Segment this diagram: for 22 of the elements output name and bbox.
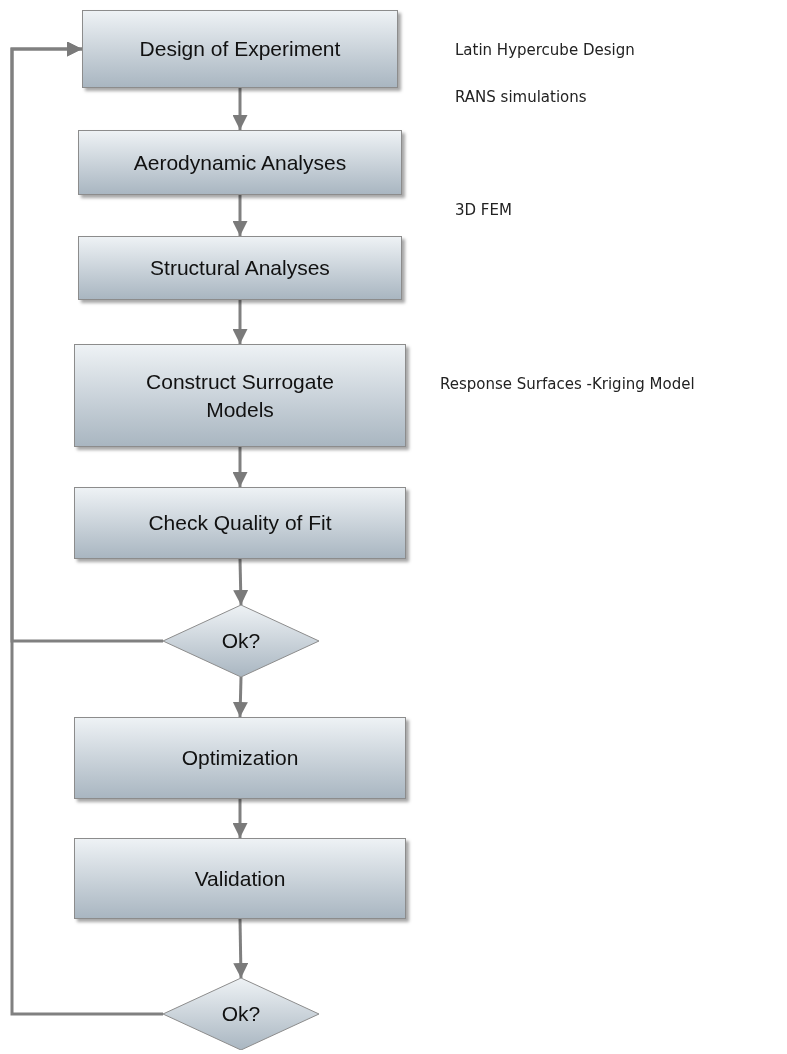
process-box: Optimization: [74, 717, 406, 799]
process-box: Design of Experiment: [82, 10, 398, 88]
decision-diamond: Ok?: [163, 978, 319, 1050]
process-box: Aerodynamic Analyses: [78, 130, 402, 195]
arrow: [10, 41, 163, 1016]
arrow: [232, 88, 248, 130]
arrow: [232, 799, 248, 838]
arrow: [232, 676, 248, 718]
process-box: Check Quality of Fit: [74, 487, 406, 559]
process-box: Validation: [74, 838, 406, 919]
process-box: Construct Surrogate Models: [74, 344, 406, 447]
decision-diamond: Ok?: [163, 605, 319, 677]
arrow: [232, 447, 248, 487]
arrow: [232, 300, 248, 344]
method-note: Response Surfaces -Kriging Model: [440, 374, 695, 394]
arrow: [233, 558, 249, 606]
arrow: [233, 918, 249, 979]
method-note: RANS simulations: [455, 87, 587, 107]
method-note: Latin Hypercube Design: [455, 40, 635, 60]
arrow: [232, 195, 248, 236]
process-box: Structural Analyses: [78, 236, 402, 300]
method-note: 3D FEM: [455, 200, 512, 220]
